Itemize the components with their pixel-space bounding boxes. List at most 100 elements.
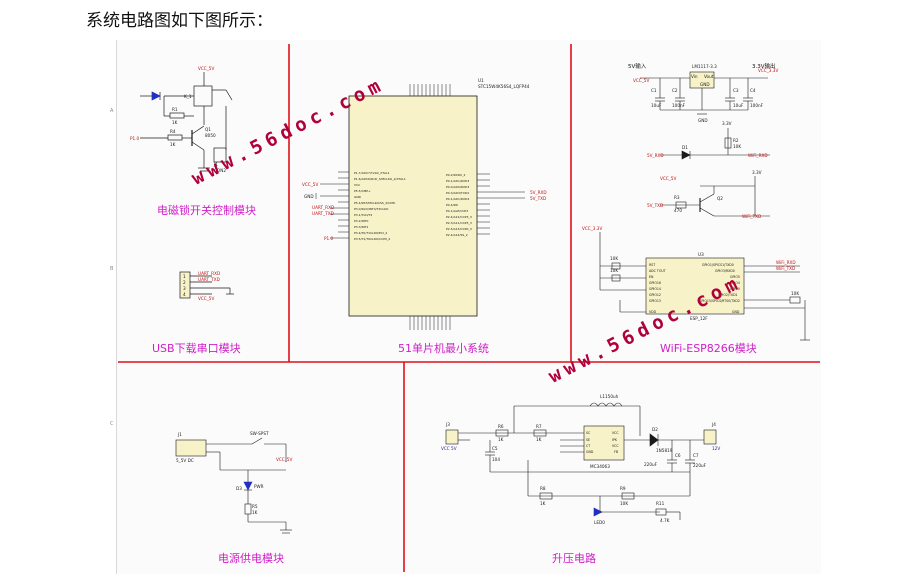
svg-text:1K: 1K: [170, 142, 176, 147]
svg-text:P5.5/CMP+: P5.5/CMP+: [354, 189, 371, 193]
lock-indicator-led: [151, 91, 161, 101]
sheet-margin-marks: A B C: [110, 108, 114, 427]
svg-text:Vout: Vout: [704, 74, 714, 79]
svg-text:1K: 1K: [536, 437, 542, 442]
svg-text:UART_RXD: UART_RXD: [312, 205, 334, 210]
esp8266-module: [645, 257, 745, 315]
svg-text:WiFi_TXD: WiFi_TXD: [776, 266, 795, 271]
svg-text:UART_RXD: UART_RXD: [198, 271, 220, 276]
boost-led: [593, 507, 603, 517]
svg-text:P3.0/RxD/INT4/T2CLKO: P3.0/RxD/INT4/T2CLKO: [354, 207, 389, 211]
svg-text:5_5V DC: 5_5V DC: [176, 458, 194, 463]
svg-text:UART_TXD: UART_TXD: [312, 211, 334, 216]
svg-text:4.7K: 4.7K: [660, 518, 670, 523]
svg-text:P5.4/RST/MCLKO/SS_3/CMP-: P5.4/RST/MCLKO/SS_3/CMP-: [354, 201, 396, 205]
svg-text:220uF: 220uF: [644, 462, 658, 467]
svg-text:GND: GND: [586, 450, 594, 454]
svg-text:P3.5/T1/T0CLKO/CCP0_2: P3.5/T1/T0CLKO/CCP0_2: [354, 237, 390, 241]
svg-text:LM1117-3.3: LM1117-3.3: [692, 64, 717, 69]
svg-text:P4.3/AD3/TXD4: P4.3/AD3/TXD4: [446, 191, 469, 195]
module-label-wifi: WiFi-ESP8266模块: [660, 342, 757, 355]
svg-text:VDD: VDD: [649, 310, 657, 314]
svg-text:GPIO16: GPIO16: [649, 281, 661, 285]
svg-text:VCC_5V: VCC_5V: [198, 66, 214, 71]
svg-text:1N5819: 1N5819: [656, 448, 673, 453]
svg-text:R7: R7: [536, 424, 542, 429]
svg-text:P1.0: P1.0: [130, 136, 140, 141]
svg-text:10uF: 10uF: [651, 103, 662, 108]
svg-text:VCC_5V: VCC_5V: [302, 182, 318, 187]
svg-text:D1: D1: [682, 145, 688, 150]
svg-text:C3: C3: [733, 88, 739, 93]
svg-text:J3: J3: [445, 422, 450, 427]
svg-text:VCC: VCC: [612, 431, 619, 435]
svg-text:UART_TXD: UART_TXD: [198, 277, 220, 282]
svg-text:ESP_12F: ESP_12F: [690, 316, 708, 321]
svg-text:Vin: Vin: [691, 74, 698, 79]
svg-text:PWR: PWR: [254, 484, 264, 489]
svg-text:5V_RXD: 5V_RXD: [530, 190, 547, 195]
svg-text:GND: GND: [698, 118, 708, 123]
svg-text:P3.3/INT1: P3.3/INT1: [354, 225, 369, 229]
svg-text:5V_RXD: 5V_RXD: [647, 153, 664, 158]
svg-text:P2.4/A12/SS_2: P2.4/A12/SS_2: [446, 233, 468, 237]
svg-text:L1: L1: [600, 394, 605, 399]
svg-text:5V_TXD: 5V_TXD: [647, 203, 663, 208]
svg-text:K_1: K_1: [184, 94, 192, 99]
svg-text:IPK: IPK: [612, 438, 618, 442]
svg-text:P3.4/T0/T1CLKO/ECI_2: P3.4/T0/T1CLKO/ECI_2: [354, 231, 387, 235]
svg-text:220uF: 220uF: [693, 463, 707, 468]
svg-text:R5: R5: [252, 504, 258, 509]
svg-text:Q1: Q1: [205, 127, 211, 132]
module-label-usb: USB下载串口模块: [152, 342, 241, 355]
boost-texts: J3 VCC 5V L1 150uh R6 1K R7 1K MC34063 D…: [441, 394, 720, 525]
svg-text:C5: C5: [492, 446, 498, 451]
power-led: [243, 481, 253, 491]
connector-j4: [703, 429, 717, 445]
svg-text:ADC TOUT: ADC TOUT: [649, 269, 666, 273]
svg-text:C1: C1: [651, 88, 657, 93]
relay-k1: [193, 85, 213, 107]
svg-text:P2.3/A11/CCP3_3: P2.3/A11/CCP3_3: [446, 221, 472, 225]
svg-text:A: A: [110, 108, 114, 114]
svg-text:P0.1/AD1/RXD4: P0.1/AD1/RXD4: [446, 197, 469, 201]
dc-jack: [175, 439, 207, 457]
svg-text:CON2: CON2: [214, 168, 226, 173]
svg-text:GND: GND: [304, 194, 314, 199]
svg-text:P1.6/ADC6/RxD_3/MCLKO_2/XTAL1: P1.6/ADC6/RxD_3/MCLKO_2/XTAL1: [354, 177, 406, 181]
svg-text:150uh: 150uh: [605, 394, 619, 399]
svg-text:C7: C7: [693, 453, 699, 458]
svg-text:100nF: 100nF: [750, 103, 764, 108]
svg-text:5V输入: 5V输入: [628, 62, 647, 70]
svg-text:10K: 10K: [610, 256, 618, 261]
svg-text:U1: U1: [478, 78, 484, 83]
svg-text:R2: R2: [733, 138, 739, 143]
module-label-boost: 升压电路: [552, 552, 596, 565]
svg-text:C2: C2: [672, 88, 678, 93]
svg-text:GPIO2/TXD1: GPIO2/TXD1: [718, 293, 738, 297]
module-label-power: 电源供电模块: [218, 552, 284, 565]
svg-text:SW-SPST: SW-SPST: [250, 431, 269, 436]
svg-text:100nF: 100nF: [672, 103, 686, 108]
svg-text:D2: D2: [652, 427, 658, 432]
svg-text:10K: 10K: [733, 144, 741, 149]
svg-text:P2.4/A12/CCP3_3: P2.4/A12/CCP3_3: [446, 215, 472, 219]
svg-text:470: 470: [674, 208, 682, 213]
svg-text:1: 1: [183, 274, 186, 279]
svg-text:VCC_5V: VCC_5V: [276, 457, 292, 462]
svg-text:C6: C6: [675, 453, 681, 458]
svg-text:B: B: [110, 266, 114, 272]
lock-control-texts: VCC_5V K_1 R1 1K R4 1K Q1 8050 J1 CON2 P…: [130, 66, 226, 173]
usb-header: [179, 271, 191, 299]
wifi-circuit: [599, 71, 810, 341]
svg-text:R3: R3: [674, 195, 680, 200]
svg-text:GPIO3/RXD0: GPIO3/RXD0: [715, 269, 735, 273]
svg-text:J1: J1: [213, 162, 218, 167]
svg-text:STC15W4K56S4_LQFP44: STC15W4K56S4_LQFP44: [478, 84, 530, 89]
svg-text:SC: SC: [586, 431, 591, 435]
svg-text:P0.0/AD0/RXD3: P0.0/AD0/RXD3: [446, 185, 469, 189]
svg-text:P0.1/AD1/RXD3: P0.1/AD1/RXD3: [446, 179, 469, 183]
mc34063-chip: [583, 425, 625, 461]
svg-text:10K: 10K: [620, 501, 628, 506]
